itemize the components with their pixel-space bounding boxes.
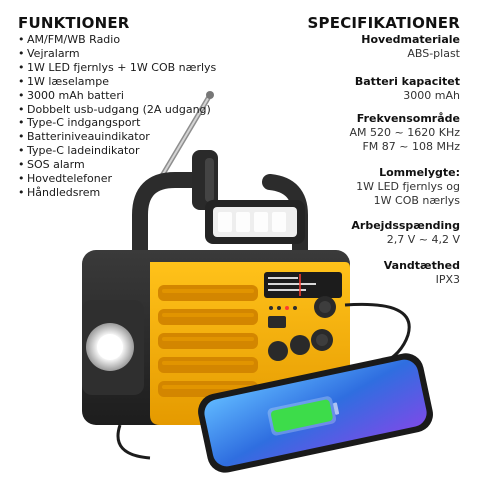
spec-flashlight: Lommelygte: 1W LED fjernlys og 1W COB næ… [356, 166, 460, 208]
battery-charging-icon [267, 396, 340, 436]
spec-label: Frekvensområde [356, 112, 460, 125]
specs-title: SPECIFIKATIONER [307, 14, 460, 32]
spec-material: Hovedmateriale ABS-plast [361, 33, 460, 61]
spec-frequency: Frekvensområde AM 520 ~ 1620 KHz FM 87 ~… [350, 112, 460, 154]
spec-label: Arbejdsspænding [351, 219, 460, 232]
feature-item: 3000 mAh batteri [18, 89, 216, 103]
spec-label: Lommelygte: [379, 166, 460, 179]
spec-label: Vandtæthed [383, 259, 460, 272]
spec-battery: Batteri kapacitet 3000 mAh [355, 75, 460, 103]
feature-item: Type-C indgangsport [18, 116, 216, 130]
feature-item: 1W læselampe [18, 75, 216, 89]
features-list: AM/FM/WB Radio Vejralarm 1W LED fjernlys… [18, 33, 216, 200]
feature-item: Type-C ladeindikator [18, 144, 216, 158]
feature-item: Dobbelt usb-udgang (2A udgang) [18, 103, 216, 117]
spec-waterproof: Vandtæthed IPX3 [384, 259, 460, 287]
feature-item: 1W LED fjernlys + 1W COB nærlys [18, 61, 216, 75]
spec-value: ABS-plast [407, 47, 460, 60]
spec-voltage: Arbejdsspænding 2,7 V ~ 4,2 V [351, 219, 460, 247]
spec-value: FM 87 ~ 108 MHz [362, 140, 460, 153]
spec-label: Hovedmateriale [361, 33, 460, 46]
spec-value: 1W LED fjernlys og [356, 180, 460, 193]
spec-value: AM 520 ~ 1620 KHz [349, 126, 460, 139]
feature-item: Håndledsrem [18, 186, 216, 200]
spec-value: 2,7 V ~ 4,2 V [386, 233, 460, 246]
spec-value: IPX3 [435, 273, 460, 286]
phone-illustration [198, 353, 433, 473]
feature-item: Vejralarm [18, 47, 216, 61]
feature-item: Batteriniveauindikator [18, 130, 216, 144]
feature-item: AM/FM/WB Radio [18, 33, 216, 47]
spec-value: 3000 mAh [403, 89, 460, 102]
feature-item: Hovedtelefoner [18, 172, 216, 186]
features-title: FUNKTIONER [18, 14, 130, 32]
spec-label: Batteri kapacitet [354, 75, 460, 88]
feature-item: SOS alarm [18, 158, 216, 172]
spec-value: 1W COB nærlys [373, 194, 460, 207]
